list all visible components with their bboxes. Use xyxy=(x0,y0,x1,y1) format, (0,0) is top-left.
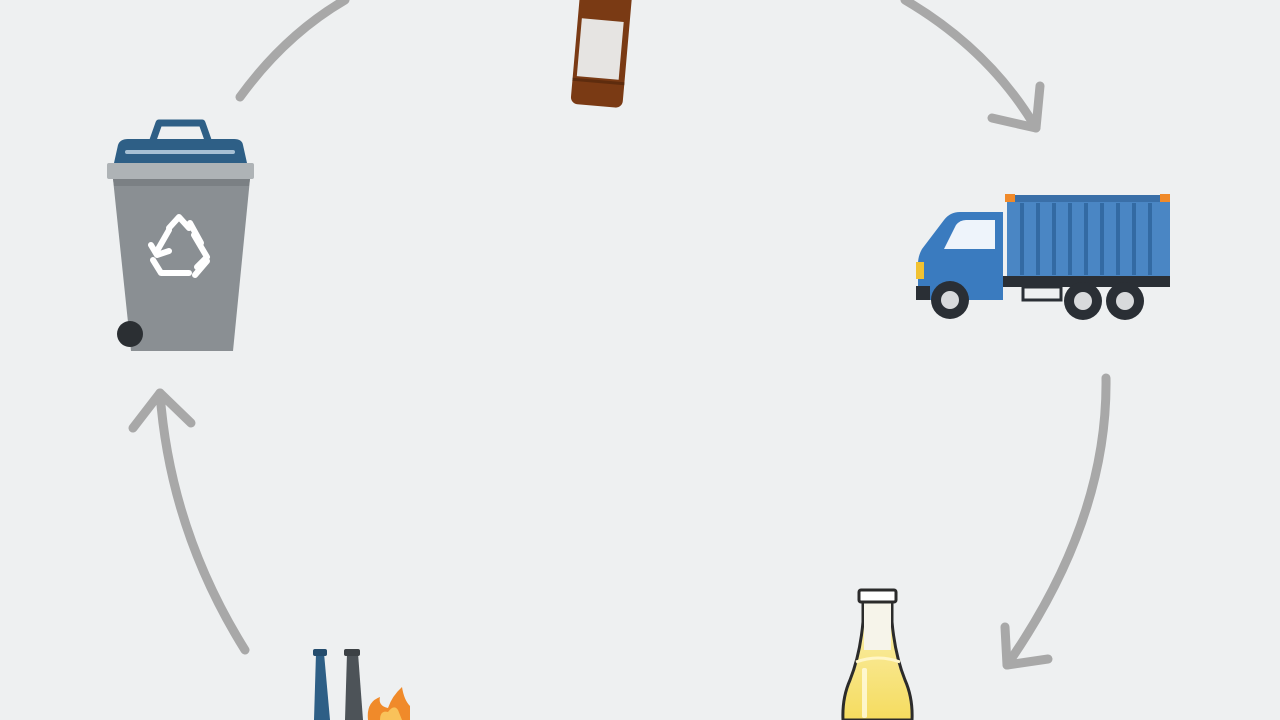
arrow-top-right xyxy=(900,0,1045,133)
arrow-right xyxy=(1000,373,1111,670)
arrow-left xyxy=(128,388,250,655)
brown-bottle-icon xyxy=(570,0,632,108)
beer-bottle-icon xyxy=(841,588,914,720)
truck-icon xyxy=(916,194,1170,320)
recycle-bin-icon xyxy=(107,119,254,351)
cycle-arrows xyxy=(128,0,1111,670)
factory-icon xyxy=(313,649,410,720)
arrow-top-left xyxy=(235,0,350,102)
recycle-symbol-icon xyxy=(148,214,210,278)
flame-icon xyxy=(367,687,410,720)
